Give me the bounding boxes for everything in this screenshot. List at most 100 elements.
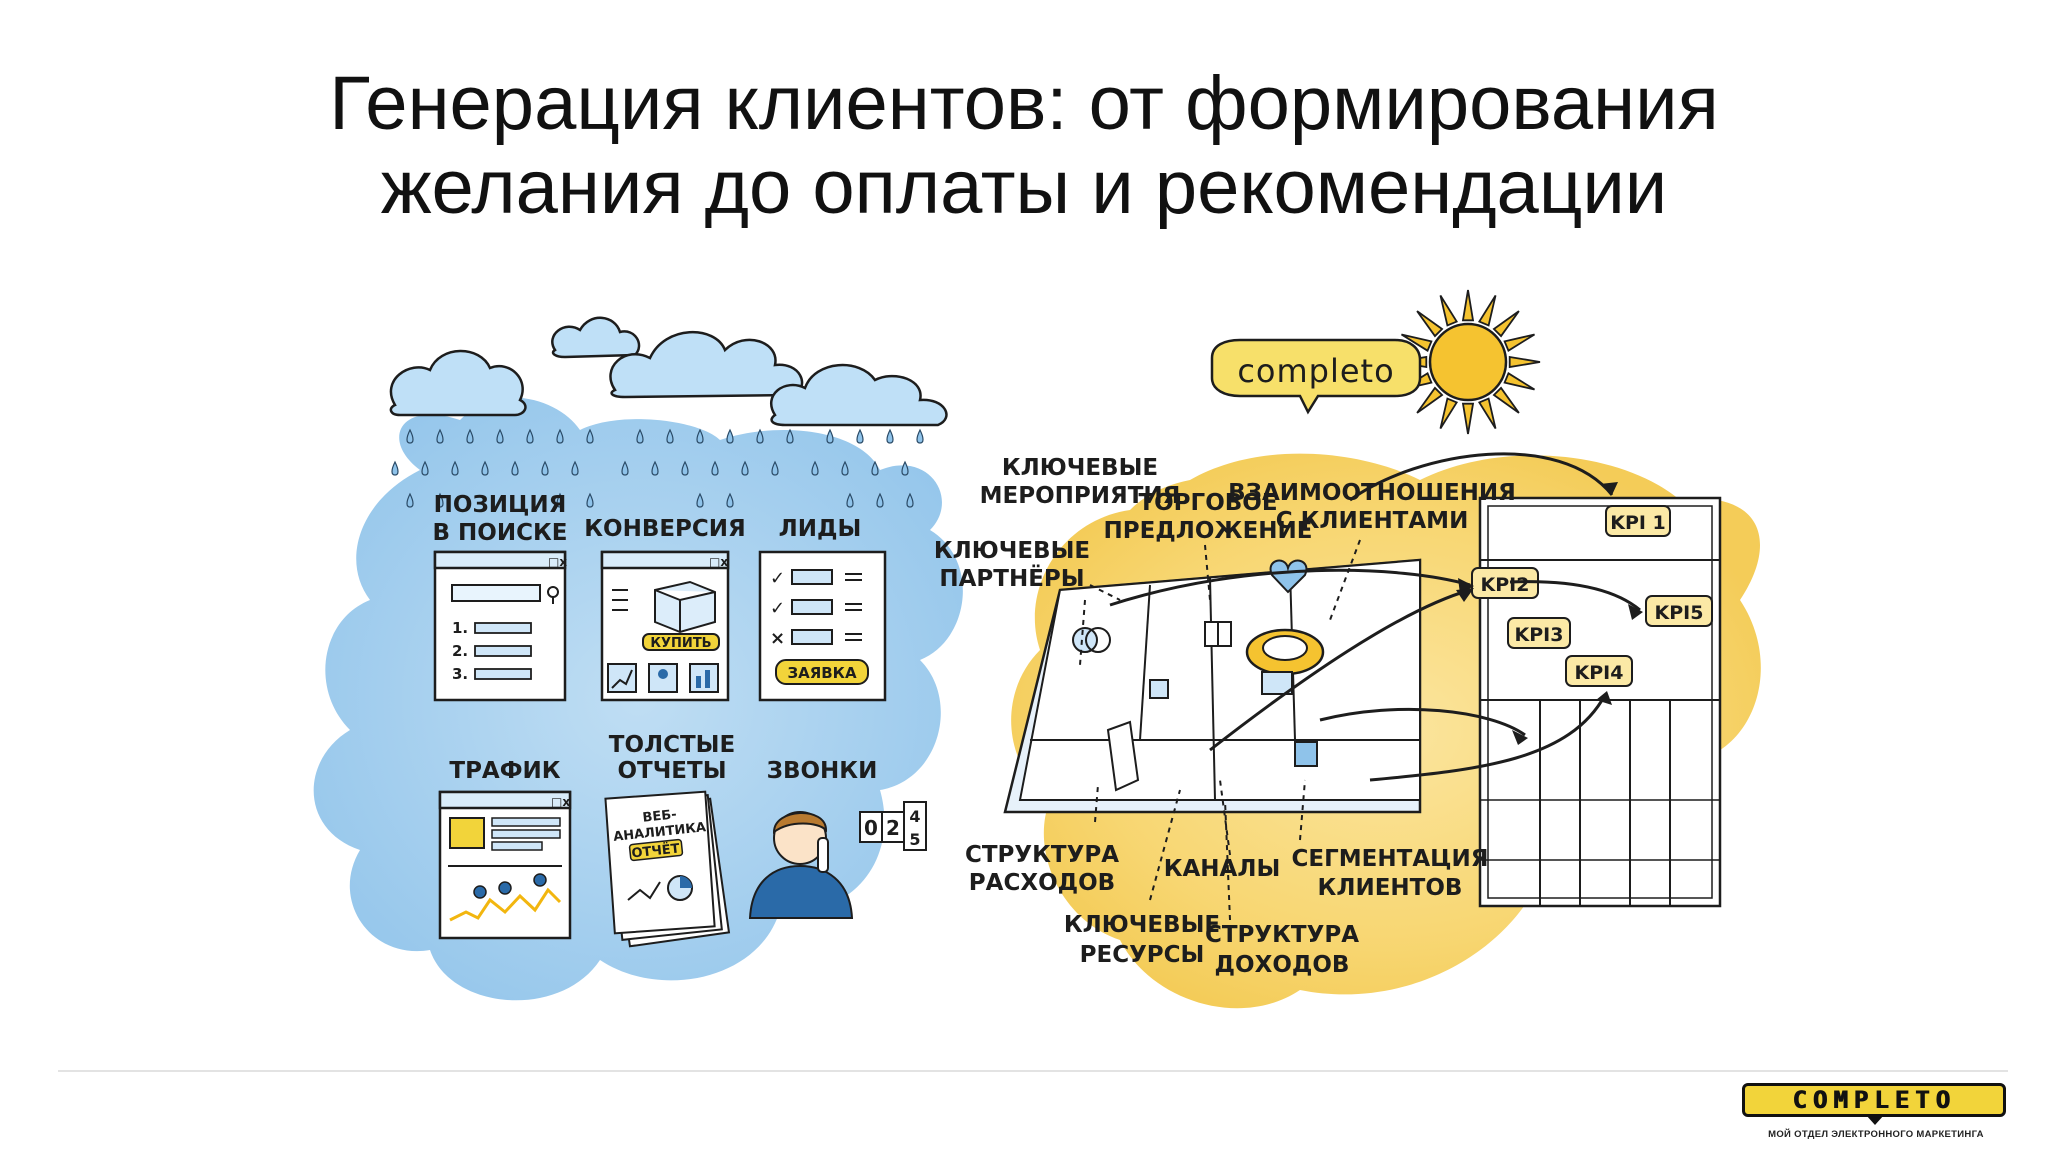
rain-drop-icon xyxy=(666,428,674,444)
logo-word: COMPLETO xyxy=(1792,1086,1956,1114)
report-stamp: ОТЧЁТ xyxy=(631,841,681,862)
kpi-label: KPI3 xyxy=(1515,624,1564,646)
crate-icon xyxy=(1149,679,1169,699)
rain-drop-icon xyxy=(856,428,864,444)
right-panel-business-model: completo xyxy=(934,289,1761,1009)
completo-logo: COMPLETO МОЙ ОТДЕЛ ЭЛЕКТРОННОГО МАРКЕТИН… xyxy=(1738,1083,2014,1145)
request-button-label: ЗАЯВКА xyxy=(787,664,857,682)
sun-ray-icon xyxy=(1492,310,1520,338)
rain-drop-icon xyxy=(541,460,549,476)
bar-icon xyxy=(689,663,719,693)
rain-drop-icon xyxy=(556,428,564,444)
rain-drop-icon xyxy=(586,428,594,444)
label-revenue-structure-1: СТРУКТУРА xyxy=(1205,922,1359,948)
rain-drop-icon xyxy=(556,492,564,508)
label-key-resources-2: РЕСУРСЫ xyxy=(1080,942,1205,968)
conversion-window: _□x КУПИТЬ xyxy=(600,550,730,702)
visitor-icon xyxy=(498,881,512,895)
traffic-label: ТРАФИК xyxy=(449,758,560,784)
rain-clouds xyxy=(389,316,948,427)
caller-figure: 0 2 4 5 xyxy=(748,801,927,919)
business-model-labels: КЛЮЧЕВЫЕ МЕРОПРИЯТИЯ ТОРГОВОЕ ПРЕДЛОЖЕНИ… xyxy=(934,455,1516,978)
window-controls-icon: _□x xyxy=(542,555,567,570)
sun-ray-icon xyxy=(1416,310,1444,338)
sun-ray-icon xyxy=(1503,333,1535,353)
calls-label: ЗВОНКИ xyxy=(767,758,878,784)
kpi-label: KPI2 xyxy=(1481,574,1530,596)
label-key-partners-1: КЛЮЧЕВЫЕ xyxy=(934,538,1090,564)
sun-ray-icon xyxy=(1477,295,1497,327)
conversion-label: КОНВЕРСИЯ xyxy=(584,516,746,542)
rain-drop-icon xyxy=(651,460,659,476)
label-segmentation-2: КЛИЕНТОВ xyxy=(1318,875,1463,901)
slide-title-line-1: Генерация клиентов: от формирования xyxy=(329,61,1719,146)
rain-drop-icon xyxy=(496,428,504,444)
kpi-label: KPI 1 xyxy=(1610,512,1666,534)
rain-drop-icon xyxy=(786,428,794,444)
sun-ray-icon xyxy=(1416,386,1444,414)
flow-arrows xyxy=(1109,452,1641,782)
counter-digit: 4 xyxy=(909,807,920,826)
kpi-building: KPI 1 KPI2 KPI3 KPI4 KPI5 xyxy=(1471,496,1722,908)
brand-speech-bubble: completo xyxy=(1210,338,1422,415)
rain-drop-icon xyxy=(621,460,629,476)
label-cost-structure-1: СТРУКТУРА xyxy=(965,842,1119,868)
label-key-activities-1: КЛЮЧЕВЫЕ xyxy=(1002,455,1158,481)
kpi-label: KPI5 xyxy=(1655,602,1704,624)
result-number: 3. xyxy=(452,665,468,683)
buy-button[interactable] xyxy=(642,633,720,651)
rain-drops xyxy=(391,428,924,508)
image-placeholder xyxy=(449,817,485,849)
request-button[interactable] xyxy=(775,659,869,685)
report-title-1: ВЕБ- xyxy=(642,807,677,825)
sun-ray-icon xyxy=(1508,355,1541,369)
rain-drop-icon xyxy=(811,460,819,476)
cloud-icon xyxy=(609,330,804,399)
leads-form: ✓ ✓ × ЗАЯВКА xyxy=(758,550,887,702)
left-panel-marketing-metrics: ПОЗИЦИЯ В ПОИСКЕ КОНВЕРСИЯ ЛИДЫ _□x 1. 2… xyxy=(313,316,963,1001)
receipt-icon xyxy=(1106,720,1140,792)
sun-ray-icon xyxy=(1401,333,1433,353)
label-revenue-structure-2: ДОХОДОВ xyxy=(1215,952,1350,978)
business-model-board xyxy=(1003,558,1422,814)
label-offer-2: ПРЕДЛОЖЕНИЕ xyxy=(1103,518,1312,544)
brand-bubble-text: completo xyxy=(1237,352,1394,390)
label-key-activities-2: МЕРОПРИЯТИЯ xyxy=(980,483,1181,509)
search-window: _□x 1. 2. 3. xyxy=(433,550,567,702)
reports-label-1: ТОЛСТЫЕ xyxy=(609,732,735,758)
counter-digit: 0 xyxy=(864,816,878,840)
label-leaders xyxy=(1079,539,1361,921)
rain-drop-icon xyxy=(876,492,884,508)
logo-badge: COMPLETO xyxy=(1742,1083,2006,1117)
arrow-icon xyxy=(1369,694,1607,782)
sun-ray-icon xyxy=(1439,295,1459,327)
rain-drop-icon xyxy=(526,428,534,444)
arrow-icon xyxy=(1109,568,1471,607)
kpi-label: KPI4 xyxy=(1575,662,1624,684)
rain-drop-icon xyxy=(586,492,594,508)
arrow-icon xyxy=(1209,588,1471,752)
label-offer-1: ТОРГОВОЕ xyxy=(1138,490,1277,516)
phone-icon xyxy=(817,837,829,873)
visitor-icon xyxy=(533,873,547,887)
window-controls-icon: _□x xyxy=(545,795,570,810)
rain-drop-icon xyxy=(406,428,414,444)
rain-drop-icon xyxy=(906,492,914,508)
counter-digit: 5 xyxy=(909,830,920,849)
slide-title-line-2: желания до оплаты и рекомендации xyxy=(380,145,1668,230)
rain-drop-icon xyxy=(886,428,894,444)
rain-drop-icon xyxy=(436,492,444,508)
label-relationships-2: С КЛИЕНТАМИ xyxy=(1276,508,1469,534)
reports-label-2: ОТЧЕТЫ xyxy=(617,758,726,784)
sun-ray-icon xyxy=(1503,371,1535,391)
call-counter: 0 2 4 5 xyxy=(859,801,927,851)
rain-drop-icon xyxy=(391,460,399,476)
label-relationships-1: ВЗАИМООТНОШЕНИЯ xyxy=(1228,480,1516,506)
rain-drop-icon xyxy=(451,460,459,476)
rain-drop-icon xyxy=(901,460,909,476)
sun-ray-icon xyxy=(1477,397,1497,429)
rain-drop-icon xyxy=(846,492,854,508)
result-number: 1. xyxy=(452,619,468,637)
label-key-resources-1: КЛЮЧЕВЫЕ xyxy=(1064,912,1220,938)
